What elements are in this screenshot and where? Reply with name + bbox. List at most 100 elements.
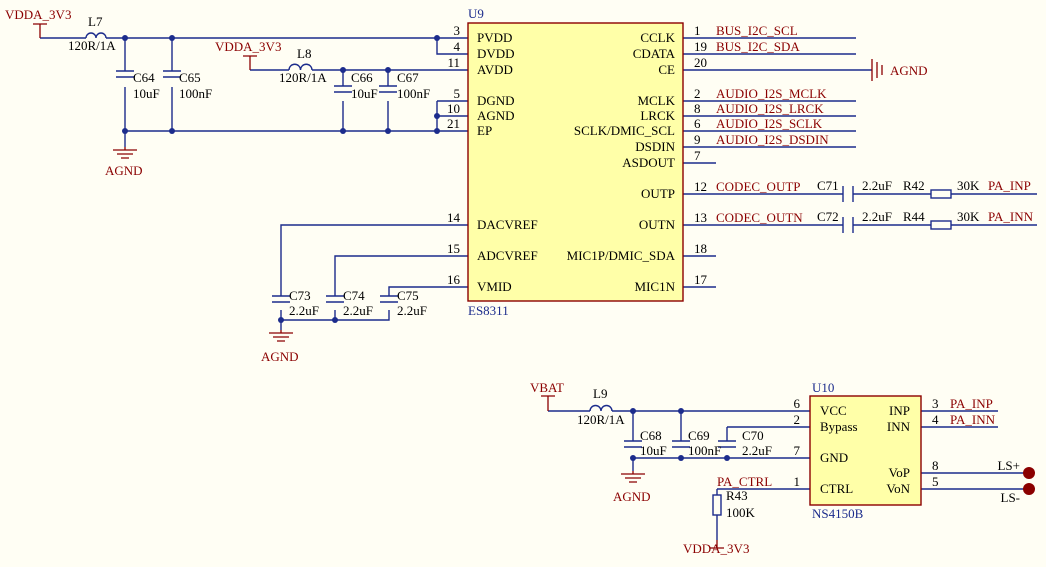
net-label: CODEC_OUTN [716, 210, 803, 225]
pin-name: ASDOUT [622, 155, 675, 170]
u10-body [809, 395, 922, 506]
capacitor-value: 10uF [640, 443, 667, 458]
pin-number: 13 [694, 210, 707, 225]
net-label: BUS_I2C_SCL [716, 23, 798, 38]
pin-number: 7 [794, 443, 801, 458]
pin-number: 10 [447, 101, 460, 116]
connector-label: LS- [1001, 490, 1021, 505]
pin-name: VoN [886, 481, 910, 496]
capacitor-refdes: C65 [179, 70, 201, 85]
capacitor-refdes: C66 [351, 70, 373, 85]
net-label: AUDIO_I2S_SCLK [716, 116, 823, 131]
pin-name: OUTN [639, 217, 676, 232]
pin-name: AGND [477, 108, 515, 123]
ground-label: AGND [890, 63, 928, 78]
pin-name: MIC1N [635, 279, 676, 294]
pin-name: DVDD [477, 46, 515, 61]
pin-name: ADCVREF [477, 248, 538, 263]
pin-number: 1 [694, 23, 701, 38]
pin-number: 9 [694, 132, 701, 147]
pin-number: 8 [932, 458, 939, 473]
pin-number: 6 [694, 116, 701, 131]
capacitor-value: 2.2uF [397, 303, 427, 318]
pin-name: DGND [477, 93, 515, 108]
capacitor-value: 100nF [688, 443, 721, 458]
net-label: PA_INN [988, 209, 1034, 224]
power-symbols [33, 23, 1035, 549]
pin-number: 3 [932, 396, 939, 411]
capacitor-refdes: C70 [742, 428, 764, 443]
capacitor-value: 100nF [397, 86, 430, 101]
pin-number: 14 [447, 210, 461, 225]
pin-name: VMID [477, 279, 512, 294]
pin-number: 1 [794, 474, 801, 489]
capacitor-value: 10uF [351, 86, 378, 101]
inductor-value: 120R/1A [68, 38, 116, 53]
capacitor-refdes: C73 [289, 288, 311, 303]
pin-name: INN [887, 419, 911, 434]
pin-number: 8 [694, 101, 701, 116]
inductor-refdes: L9 [593, 386, 607, 401]
net-label: PA_CTRL [717, 474, 772, 489]
pin-name: LRCK [640, 108, 675, 123]
pin-number: 20 [694, 55, 707, 70]
u9-part-number: ES8311 [468, 303, 509, 318]
pin-name: PVDD [477, 30, 512, 45]
pin-number: 3 [454, 23, 461, 38]
capacitor-value: 2.2uF [742, 443, 772, 458]
power-label-vdda: VDDA_3V3 [683, 541, 749, 556]
pin-name: DSDIN [635, 139, 675, 154]
pin-number: 4 [454, 39, 461, 54]
pin-number: 5 [932, 474, 939, 489]
pin-number: 7 [694, 148, 701, 163]
power-label-vbat: VBAT [530, 380, 564, 395]
resistor-value: 100K [726, 505, 756, 520]
pin-number: 2 [694, 86, 701, 101]
net-label: CODEC_OUTP [716, 179, 801, 194]
pin-name: CTRL [820, 481, 853, 496]
pin-name: CE [658, 62, 675, 77]
capacitor-refdes: C74 [343, 288, 365, 303]
capacitor-symbols [116, 70, 854, 448]
capacitor-value: 2.2uF [862, 178, 892, 193]
capacitor-value: 2.2uF [343, 303, 373, 318]
pin-name: GND [820, 450, 848, 465]
pin-number: 12 [694, 179, 707, 194]
pin-name: VoP [889, 465, 910, 480]
pin-name: AVDD [477, 62, 513, 77]
wires [40, 37, 1037, 540]
resistor-value: 30K [957, 178, 980, 193]
capacitor-value: 2.2uF [862, 209, 892, 224]
pin-name: MCLK [637, 93, 675, 108]
capacitor-refdes: C64 [133, 70, 155, 85]
net-label: PA_INP [988, 178, 1031, 193]
pin-name: MIC1P/DMIC_SDA [567, 248, 676, 263]
capacitor-refdes: C72 [817, 209, 839, 224]
u10-part-number: NS4150B [812, 506, 864, 521]
resistor-refdes: R43 [726, 488, 748, 503]
pin-name: DACVREF [477, 217, 538, 232]
net-label: AUDIO_I2S_LRCK [716, 101, 824, 116]
net-label: PA_INN [950, 412, 996, 427]
ground-label: AGND [613, 489, 651, 504]
power-label-vdda: VDDA_3V3 [5, 7, 71, 22]
pin-name: Bypass [820, 419, 858, 434]
capacitor-value: 100nF [179, 86, 212, 101]
capacitor-refdes: C71 [817, 178, 839, 193]
pin-number: 16 [447, 272, 461, 287]
u9-refdes: U9 [468, 6, 484, 21]
pin-name: OUTP [641, 186, 675, 201]
pin-number: 21 [447, 116, 460, 131]
capacitor-value: 2.2uF [289, 303, 319, 318]
pin-number: 4 [932, 412, 939, 427]
pin-number: 6 [794, 396, 801, 411]
pin-name: CDATA [633, 46, 676, 61]
pin-name: SCLK/DMIC_SCL [574, 123, 675, 138]
connector-label: LS+ [997, 458, 1020, 473]
pin-number: 15 [447, 241, 460, 256]
pin-name: EP [477, 123, 492, 138]
inductor-symbols [85, 32, 613, 412]
pin-number: 18 [694, 241, 707, 256]
pin-name: CCLK [640, 30, 675, 45]
pin-number: 11 [447, 55, 460, 70]
